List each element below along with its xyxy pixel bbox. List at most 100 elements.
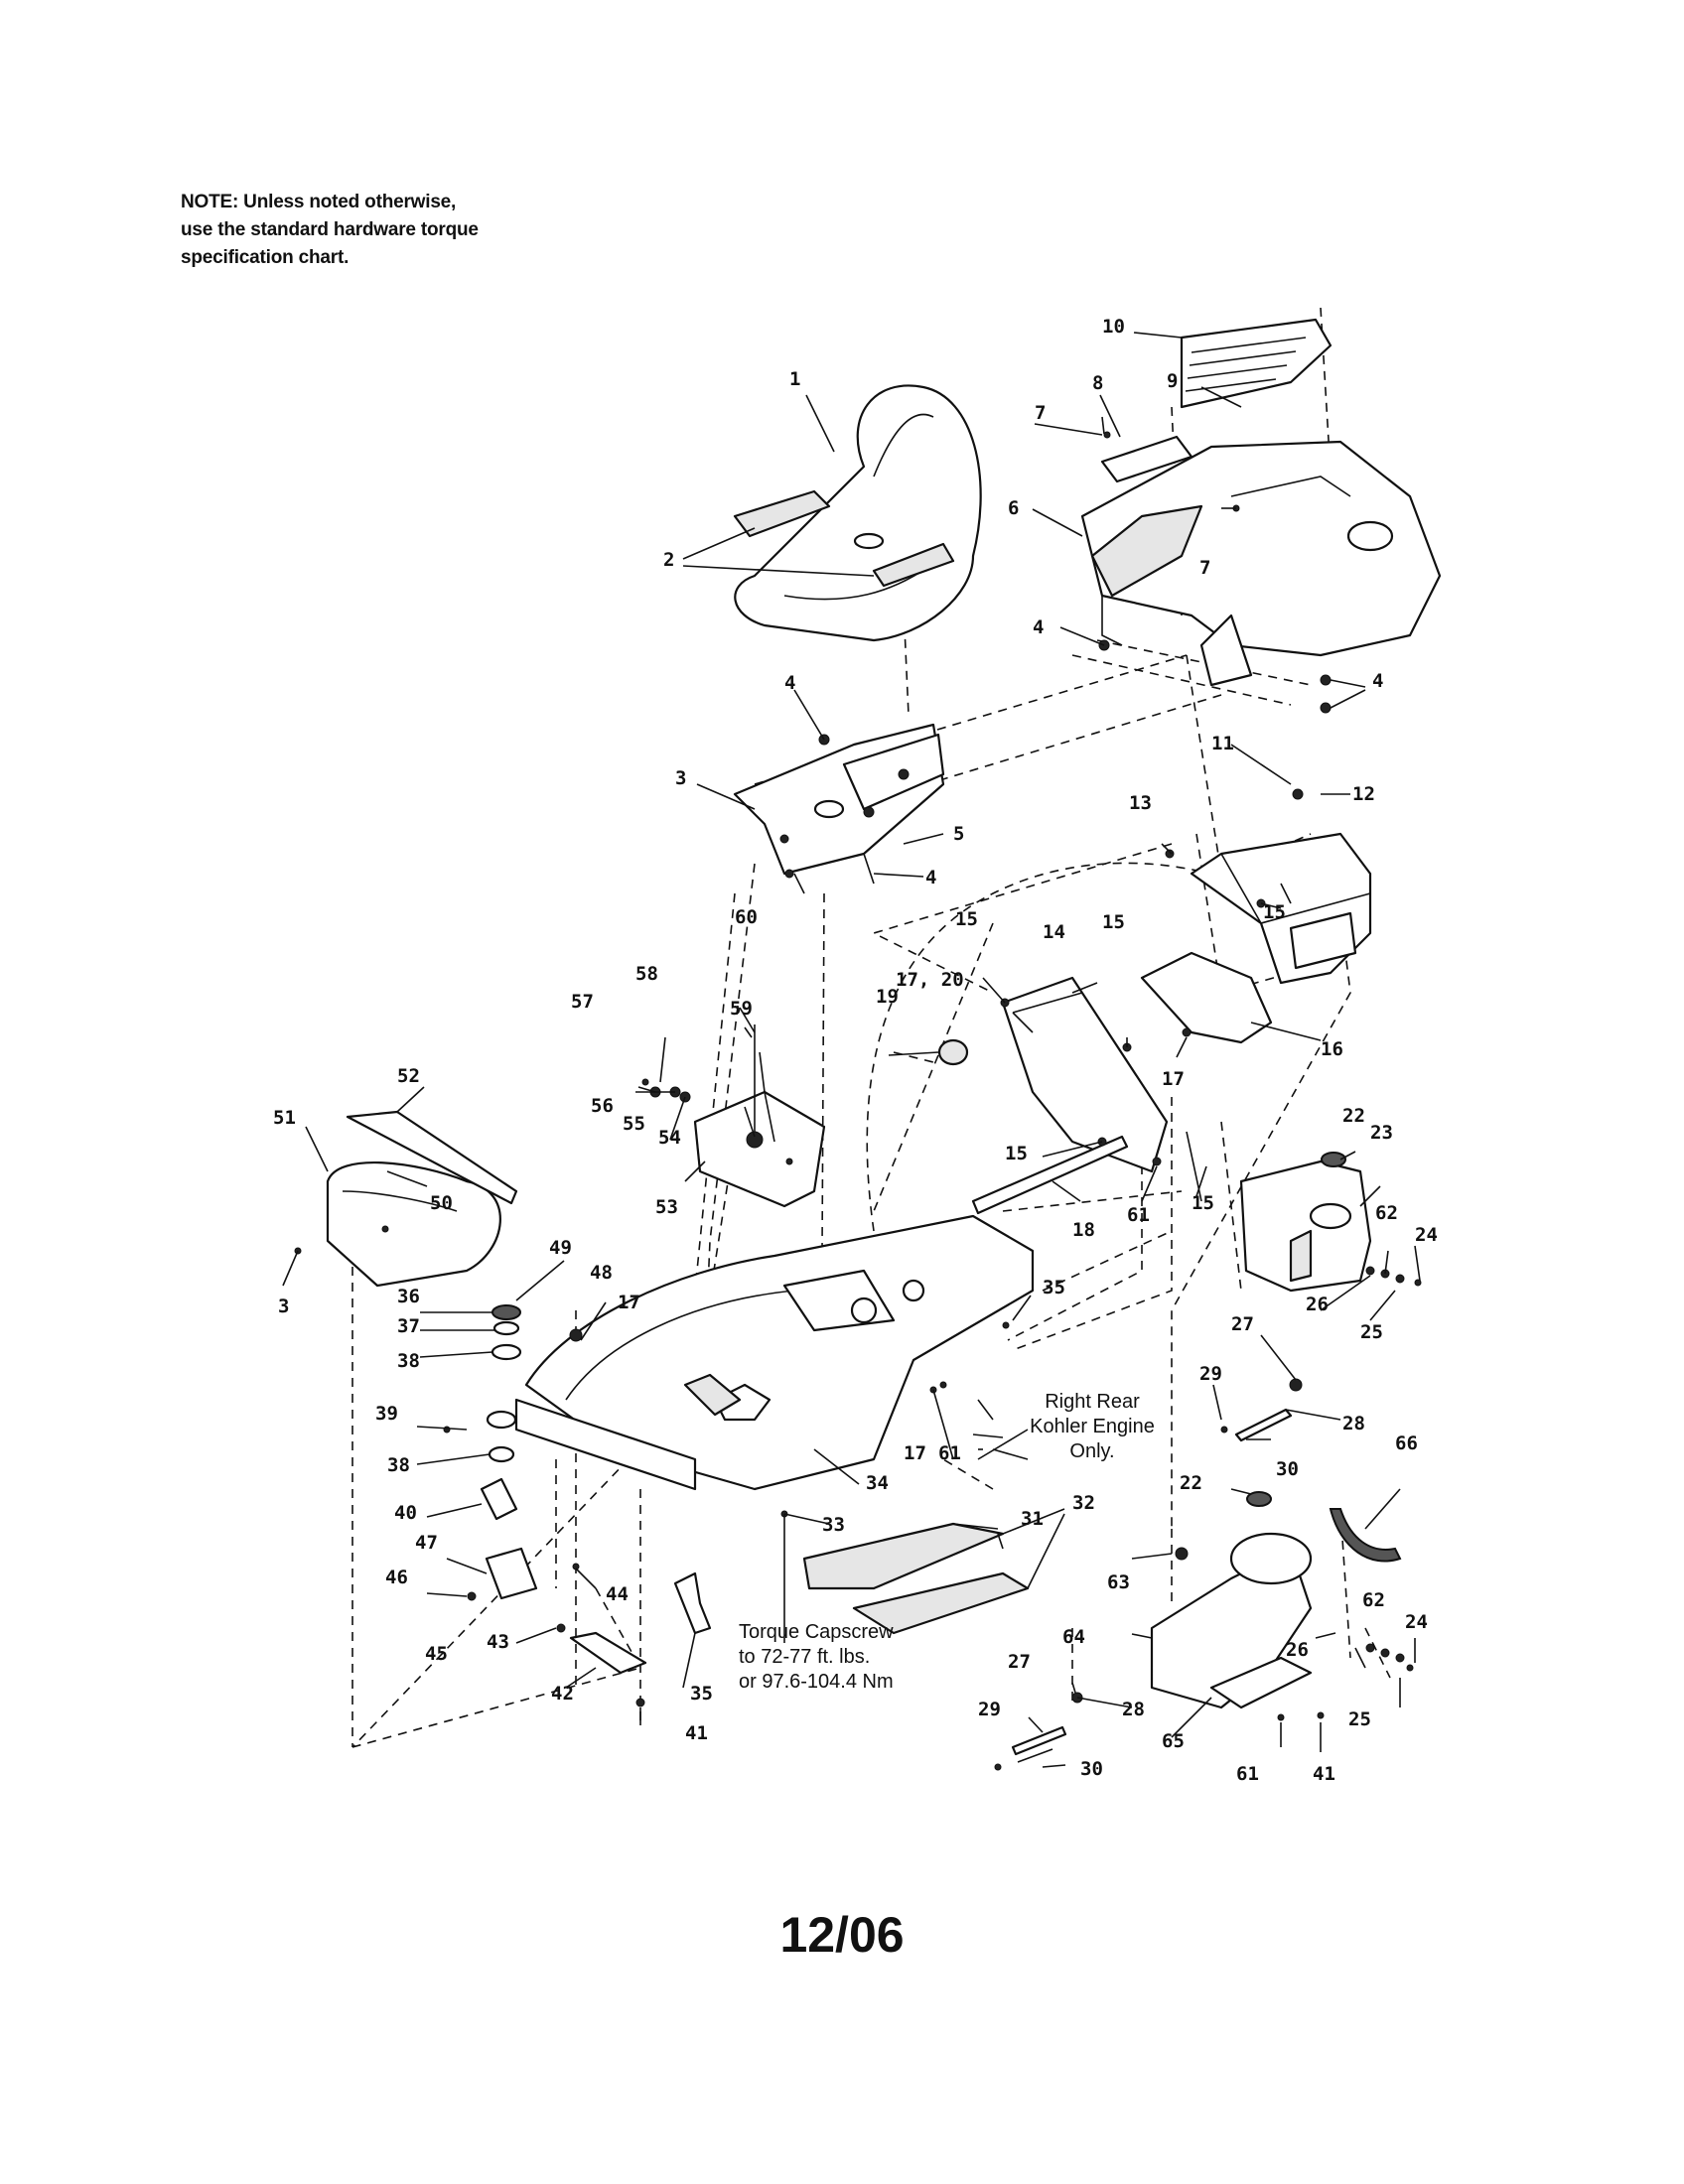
foot-pads-31-32	[802, 1522, 1030, 1635]
label-42: 42	[551, 1683, 574, 1705]
seat-1	[733, 384, 982, 642]
leader-lines	[282, 332, 1421, 1768]
label-51: 51	[273, 1107, 296, 1129]
label-44: 44	[606, 1583, 629, 1605]
label-38-lower: 38	[387, 1454, 410, 1476]
label-17-20: 17, 20	[896, 969, 964, 991]
label-66: 66	[1395, 1433, 1418, 1454]
label-61-lower: 61	[1236, 1763, 1259, 1785]
label-16: 16	[1321, 1038, 1343, 1060]
label-40: 40	[394, 1502, 417, 1524]
label-45: 45	[425, 1643, 448, 1665]
label-64: 64	[1062, 1626, 1085, 1648]
label-52: 52	[397, 1065, 420, 1087]
label-49: 49	[549, 1237, 572, 1259]
label-30-lower: 30	[1080, 1758, 1103, 1780]
label-17-lower: 17	[904, 1442, 926, 1464]
label-28-lower: 28	[1122, 1699, 1145, 1720]
strap-66	[1329, 1508, 1402, 1563]
label-61-frame: 61	[938, 1442, 961, 1464]
right-rear-kohler-callout: Right Rear Kohler Engine Only.	[1018, 1390, 1167, 1464]
label-10: 10	[1102, 316, 1125, 338]
label-7-lower: 7	[1199, 557, 1210, 579]
label-3: 3	[675, 767, 686, 789]
label-43: 43	[487, 1631, 509, 1653]
label-15-d: 15	[1005, 1143, 1028, 1164]
label-33: 33	[822, 1514, 845, 1536]
label-6: 6	[1008, 497, 1019, 519]
label-17-upper: 17	[1162, 1068, 1185, 1090]
label-46: 46	[385, 1567, 408, 1588]
label-55: 55	[623, 1113, 645, 1135]
label-24-lower: 24	[1405, 1611, 1428, 1633]
label-62-lower: 62	[1362, 1589, 1385, 1611]
label-47: 47	[415, 1532, 438, 1554]
label-39: 39	[375, 1403, 398, 1425]
label-25-upper: 25	[1360, 1321, 1383, 1343]
label-36: 36	[397, 1286, 420, 1307]
label-30-upper: 30	[1276, 1458, 1299, 1480]
torque-line-1: Torque Capscrew	[739, 1621, 894, 1643]
grille-top-10	[1180, 318, 1333, 409]
battery-box-53	[693, 1090, 826, 1208]
torque-capscrew-callout: Torque Capscrew to 72-77 ft. lbs. or 97.…	[739, 1620, 894, 1695]
torque-note: NOTE: Unless noted otherwise, use the st…	[181, 189, 578, 272]
label-8: 8	[1092, 372, 1103, 394]
label-7-upper: 7	[1035, 402, 1046, 424]
revision-date: 12/06	[779, 1907, 905, 1963]
fender-plate-14	[1001, 976, 1169, 1173]
dash-console-6	[1080, 440, 1442, 687]
label-35-upper: 35	[1043, 1277, 1065, 1298]
label-62-upper: 62	[1375, 1202, 1398, 1224]
bracket-47	[485, 1547, 538, 1600]
label-31: 31	[1021, 1508, 1044, 1530]
label-37: 37	[397, 1315, 420, 1337]
label-54: 54	[658, 1127, 681, 1149]
label-22-upper: 22	[1342, 1105, 1365, 1127]
heat-shield-65	[1209, 1656, 1313, 1709]
label-4-bracket: 4	[784, 672, 795, 694]
label-38-upper: 38	[397, 1350, 420, 1372]
label-1: 1	[789, 368, 800, 390]
plate-42	[569, 1631, 647, 1675]
axle-stack-36-38	[480, 1304, 522, 1521]
torque-line-3: or 97.6-104.4 Nm	[739, 1671, 894, 1693]
label-41-left: 41	[685, 1722, 708, 1744]
label-15-c: 15	[1263, 901, 1286, 923]
label-15-b: 15	[1102, 911, 1125, 933]
label-53: 53	[655, 1196, 678, 1218]
fuel-line-30-lower	[1011, 1725, 1067, 1756]
label-26-lower: 26	[1286, 1639, 1309, 1661]
rod-18	[971, 1135, 1129, 1215]
label-15-e: 15	[1192, 1192, 1214, 1214]
right-rear-line-2: Kohler Engine	[1030, 1416, 1155, 1437]
label-5: 5	[953, 823, 964, 845]
label-4-right: 4	[1372, 670, 1383, 692]
label-24-upper: 24	[1415, 1224, 1438, 1246]
spindle-35	[673, 1571, 712, 1635]
label-26-upper: 26	[1306, 1294, 1329, 1315]
hood-lens-52	[346, 1110, 518, 1205]
note-line-3: specification chart.	[181, 247, 350, 268]
label-28-upper: 28	[1342, 1413, 1365, 1434]
right-rear-line-3: Only.	[1069, 1440, 1115, 1462]
label-19: 19	[876, 986, 899, 1008]
label-41-right: 41	[1313, 1763, 1335, 1785]
label-60: 60	[735, 906, 758, 928]
fuel-line-30-upper	[1234, 1408, 1293, 1442]
fender-bracket-16	[1140, 951, 1273, 1044]
knob-19	[937, 1038, 969, 1066]
part-number-labels: 1 2 3 3 4 4 4 4 5 6 7 7 8 9 10 11 12 13 …	[273, 316, 1438, 1785]
label-48: 48	[590, 1262, 613, 1284]
label-11: 11	[1211, 733, 1234, 754]
hardware-fasteners	[294, 431, 1422, 1771]
label-50: 50	[430, 1192, 453, 1214]
label-13: 13	[1129, 792, 1152, 814]
label-4-console: 4	[1033, 616, 1044, 638]
label-22-lower: 22	[1180, 1472, 1202, 1494]
label-32: 32	[1072, 1492, 1095, 1514]
fuel-tank-23	[1239, 1152, 1372, 1293]
label-57: 57	[571, 991, 594, 1013]
label-61-upper: 61	[1127, 1204, 1150, 1226]
